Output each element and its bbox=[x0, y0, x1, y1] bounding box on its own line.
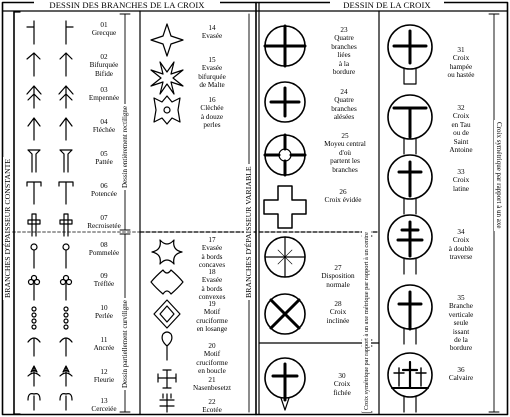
cross-malte-icon bbox=[150, 61, 184, 95]
item-label-32: 32 Croix en Tau ou de Saint Antoine bbox=[449, 104, 473, 155]
item-label-14: 14 Evasée bbox=[201, 24, 223, 41]
item-label-24: 24 Quatre branches alésées bbox=[331, 88, 357, 122]
cross-evidee-icon bbox=[263, 185, 307, 229]
label-sym-axis-right: Croix symétrique par rapport à un axe bbox=[494, 120, 503, 231]
item-label-22: 22 Ecotée bbox=[202, 398, 222, 415]
motif-boucle-icon bbox=[161, 331, 173, 361]
item-label-26: 26 Croix évidée bbox=[324, 188, 362, 205]
cross-perlee-icon bbox=[31, 306, 69, 330]
header-left: DESSIN DES BRANCHES DE LA CROIX bbox=[34, 0, 220, 10]
cross-convex-icon bbox=[150, 269, 184, 295]
cross-tau-icon bbox=[387, 94, 433, 155]
label-rectilinear: Dessin entièrement rectiligne bbox=[121, 103, 130, 190]
cross-ancree-icon bbox=[27, 337, 73, 357]
disc-inclinee-icon bbox=[264, 293, 306, 335]
item-label-01: 01 Grecque bbox=[91, 21, 117, 38]
cross-pattee-icon bbox=[27, 149, 73, 173]
cross-evasee-icon bbox=[150, 23, 184, 57]
item-label-04: 04 Fléchée bbox=[92, 118, 116, 135]
item-label-25: 25 Moyeu central d'où partent les branch… bbox=[324, 132, 366, 174]
item-label-09: 09 Tréflée bbox=[93, 272, 115, 289]
cross-potencee-icon bbox=[26, 181, 74, 205]
label-sym-axis-mid: Croix symétrique par rapport à un axe bbox=[362, 313, 371, 412]
cross-moyeu-icon bbox=[263, 133, 307, 177]
item-label-20: 20 Motif cruciforme en boucle bbox=[196, 342, 228, 376]
cross-alesees-icon bbox=[264, 81, 306, 123]
item-label-08: 08 Pommelée bbox=[88, 241, 120, 258]
item-label-19: 19 Motif cruciforme en losange bbox=[196, 300, 228, 334]
item-label-11: 11 Ancrée bbox=[93, 336, 115, 353]
item-label-13: 13 Cerceiée bbox=[91, 397, 117, 414]
disc-normal-icon bbox=[264, 236, 306, 278]
cross-grecque-icon bbox=[26, 20, 74, 45]
label-variable: BRANCHES D'ÉPAISSEUR VARIABLE bbox=[244, 164, 253, 300]
cross-ecotee-icon bbox=[159, 393, 175, 413]
cross-hampee-icon bbox=[387, 24, 433, 85]
cross-recroisetee-icon bbox=[27, 213, 73, 237]
cross-fleurie-icon bbox=[27, 365, 73, 387]
label-constant: BRANCHES D'ÉPAISSEUR CONSTANTE bbox=[3, 156, 12, 300]
cross-flechee-icon bbox=[27, 117, 73, 141]
cross-branche-icon bbox=[387, 284, 433, 345]
cross-fichee-icon bbox=[264, 357, 306, 411]
item-label-12: 12 Fleurie bbox=[93, 368, 115, 385]
cross-latine-icon bbox=[387, 154, 433, 215]
item-label-21: 21 Nasenbesetzt bbox=[193, 376, 231, 393]
item-label-15: 15 Evasée bifurquée de Malte bbox=[198, 56, 226, 90]
item-label-27: 27 Disposition normale bbox=[321, 264, 355, 289]
item-label-35: 35 Branche verticale seule issant de la … bbox=[448, 294, 474, 353]
cross-bifurquee-icon bbox=[26, 52, 73, 77]
item-label-05: 05 Pattée bbox=[95, 150, 113, 167]
cross-nasenbesetzt-icon bbox=[157, 369, 177, 389]
item-label-02: 02 Bifurquée Bifide bbox=[89, 53, 119, 78]
cross-empennee-icon bbox=[26, 85, 74, 109]
item-label-28: 28 Croix inclinée bbox=[326, 300, 350, 325]
cross-pommelee-icon bbox=[30, 243, 70, 269]
cross-treflee-icon bbox=[27, 274, 73, 301]
item-label-07: 07 Recroisetée bbox=[87, 214, 121, 231]
item-label-36: 36 Calvaire bbox=[448, 366, 474, 383]
item-label-06: 06 Potencée bbox=[91, 182, 117, 199]
cross-liees-icon bbox=[263, 24, 307, 68]
item-label-30: 30 Croix fichée bbox=[333, 372, 351, 397]
cross-concave-icon bbox=[151, 239, 183, 265]
item-label-03: 03 Empennée bbox=[88, 86, 120, 103]
cross-double-icon bbox=[387, 214, 433, 275]
motif-losange-icon bbox=[153, 299, 181, 329]
header-right: DESSIN DE LA CROIX bbox=[330, 0, 444, 10]
cross-calvaire-icon bbox=[387, 352, 433, 413]
item-label-17: 17 Evasée à bords concaves bbox=[198, 236, 226, 270]
item-label-18: 18 Evasée à bords convexes bbox=[198, 268, 226, 302]
item-label-31: 31 Croix hampée ou hastée bbox=[447, 46, 475, 80]
item-label-16: 16 Clèchée à douze perles bbox=[200, 96, 224, 130]
cross-cerceiee-icon bbox=[27, 393, 73, 411]
item-label-10: 10 Perlée bbox=[95, 304, 113, 321]
item-label-23: 23 Quatre branches liées à la bordure bbox=[331, 26, 357, 77]
item-label-33: 33 Croix latine bbox=[452, 168, 470, 193]
cross-clechee-icon bbox=[153, 95, 181, 125]
item-label-34: 34 Croix à double traverse bbox=[448, 228, 474, 262]
